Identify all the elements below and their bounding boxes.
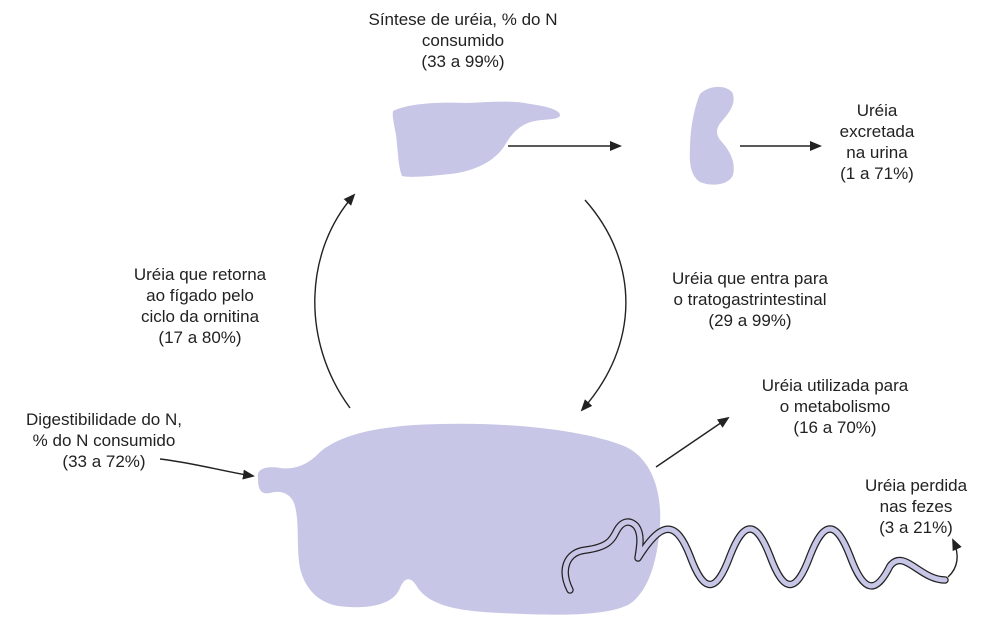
liver-shape — [393, 102, 560, 177]
stomach-shape — [258, 424, 660, 615]
label-urea-metabolism: Uréia utilizada para o metabolismo (16 a… — [735, 375, 935, 438]
label-urea-return-liver: Uréia que retorna ao fígado pelo ciclo d… — [105, 264, 295, 348]
label-urea-synthesis: Síntese de uréia, % do N consumido (33 a… — [358, 9, 568, 72]
arrow-to-metabolism — [656, 418, 728, 467]
label-urea-feces: Uréia perdida nas fezes (3 a 21%) — [856, 475, 976, 538]
label-n-digestibility: Digestibilidade do N, % do N consumido (… — [4, 409, 204, 472]
arrow-return-to-liver — [315, 195, 354, 408]
arrow-feces-out — [948, 540, 957, 577]
label-urea-gi-tract: Uréia que entra para o tratogastrintesti… — [650, 268, 850, 331]
kidney-shape — [690, 87, 734, 185]
label-urea-excreted: Uréia excretada na urina (1 a 71%) — [822, 100, 932, 184]
arrow-to-gi-tract — [582, 200, 626, 410]
